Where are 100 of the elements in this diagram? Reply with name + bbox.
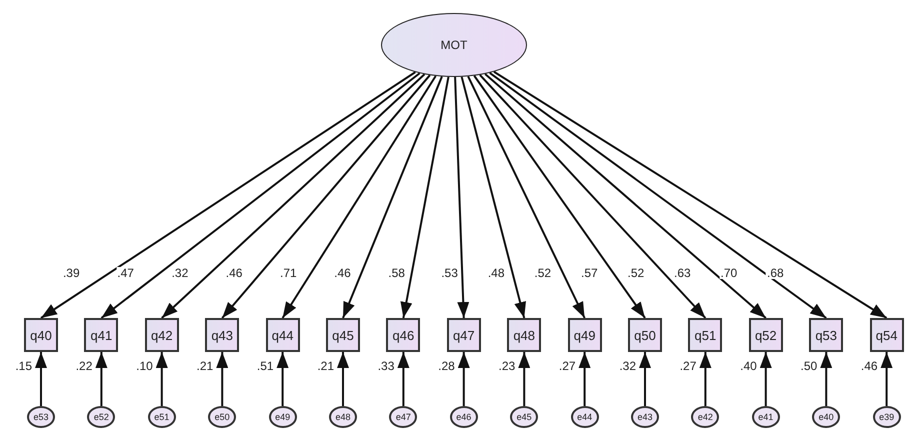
- arrow: [639, 352, 651, 406]
- arrow: [342, 76, 443, 318]
- variable-name: e53: [33, 412, 49, 422]
- edge-label: .70: [720, 267, 738, 279]
- variable-name: q53: [815, 328, 838, 342]
- arrow: [100, 72, 420, 319]
- r-squared-value: .40: [740, 360, 757, 372]
- r-squared-value: .21: [196, 360, 214, 372]
- variable-name: e52: [94, 412, 109, 422]
- observed-variable-box: [809, 318, 844, 352]
- arrow: [467, 76, 586, 318]
- variable-name: q49: [574, 328, 596, 342]
- variable-name: e47: [396, 412, 411, 422]
- variable-name: q47: [452, 328, 475, 342]
- r-squared-value: .23: [498, 360, 516, 372]
- arrow: [337, 352, 349, 406]
- variable-name: e39: [879, 412, 894, 422]
- r-squared-value: .10: [136, 360, 153, 372]
- variable-name: e45: [516, 412, 532, 422]
- variable-name: q42: [150, 328, 173, 342]
- edge-label: .48: [486, 267, 506, 279]
- edge-label: .39: [62, 267, 81, 279]
- r-squared-value: .15: [15, 360, 32, 372]
- arrow: [282, 75, 437, 319]
- error-term-circle: [691, 406, 720, 428]
- arrow: [518, 352, 530, 406]
- r-squared-value: .33: [378, 360, 394, 372]
- arrow: [699, 352, 712, 406]
- arrow: [880, 352, 893, 406]
- variable-name: q52: [754, 328, 777, 342]
- edge-label: .58: [387, 267, 406, 279]
- edge-label: .47: [116, 267, 135, 279]
- variable-name: e51: [154, 412, 170, 422]
- observed-variable-box: [84, 318, 118, 352]
- variable-name: q44: [272, 328, 294, 342]
- arrow: [489, 72, 827, 319]
- r-squared-value: .22: [76, 360, 92, 372]
- observed-variable-box: [870, 318, 904, 352]
- edge-label: .32: [170, 267, 190, 279]
- variable-name: e49: [275, 412, 290, 422]
- edge-label: .71: [279, 267, 298, 279]
- error-term-circle: [268, 406, 297, 428]
- variable-name: q41: [90, 328, 112, 342]
- error-term-circle: [510, 406, 538, 428]
- variable-name: q45: [332, 328, 354, 342]
- error-term-circle: [752, 406, 780, 428]
- arrow: [95, 352, 108, 406]
- arrow: [35, 352, 47, 406]
- observed-variable-box: [628, 318, 662, 352]
- arrow: [484, 73, 766, 319]
- arrow: [479, 74, 706, 319]
- observed-variable-box: [144, 318, 179, 352]
- arrow: [216, 352, 228, 406]
- r-squared-value: .50: [800, 360, 818, 372]
- observed-variable-box: [386, 318, 420, 352]
- arrow: [454, 76, 470, 318]
- error-term-circle: [329, 406, 357, 428]
- arrow: [397, 352, 410, 406]
- observed-variable-box: [568, 318, 602, 352]
- variable-name: q51: [694, 328, 716, 342]
- observed-variable-box: [688, 318, 722, 352]
- edge-label: .46: [333, 267, 352, 279]
- edge-label: .57: [580, 267, 599, 279]
- arrow: [156, 352, 168, 406]
- r-squared-value: .28: [438, 360, 455, 372]
- error-term-circle: [389, 406, 418, 428]
- arrow: [460, 76, 526, 318]
- variable-name: q40: [30, 328, 52, 342]
- observed-variable-box: [507, 318, 542, 352]
- variable-name: MOT: [440, 39, 468, 51]
- variable-name: e42: [698, 412, 713, 422]
- edge-label: .63: [673, 267, 692, 279]
- edge-label: .52: [626, 267, 646, 279]
- arrow: [493, 70, 888, 319]
- error-term-circle: [208, 406, 236, 428]
- error-term-circle: [148, 406, 176, 428]
- variable-name: e41: [758, 412, 774, 422]
- arrow: [458, 352, 470, 406]
- r-squared-value: .21: [317, 360, 334, 372]
- r-squared-value: .46: [860, 360, 878, 372]
- arrow: [400, 76, 450, 318]
- edge-label: .53: [440, 267, 459, 279]
- variable-name: q48: [513, 328, 536, 342]
- error-term-circle: [27, 406, 55, 428]
- variable-name: e44: [577, 412, 592, 422]
- variable-name: e50: [214, 412, 230, 422]
- variable-name: e40: [818, 412, 834, 422]
- r-squared-value: .27: [558, 360, 576, 372]
- variable-name: q54: [876, 328, 898, 342]
- error-term-circle: [570, 406, 599, 428]
- observed-variable-box: [748, 318, 783, 352]
- arrow: [578, 352, 591, 406]
- arrow: [40, 71, 416, 319]
- error-term-circle: [631, 406, 659, 428]
- observed-variable-box: [24, 318, 58, 352]
- variable-name: q50: [634, 328, 656, 342]
- edge-label: .68: [766, 267, 785, 279]
- variable-name: q43: [211, 328, 234, 342]
- observed-variable-box: [266, 318, 300, 352]
- error-term-circle: [450, 406, 478, 428]
